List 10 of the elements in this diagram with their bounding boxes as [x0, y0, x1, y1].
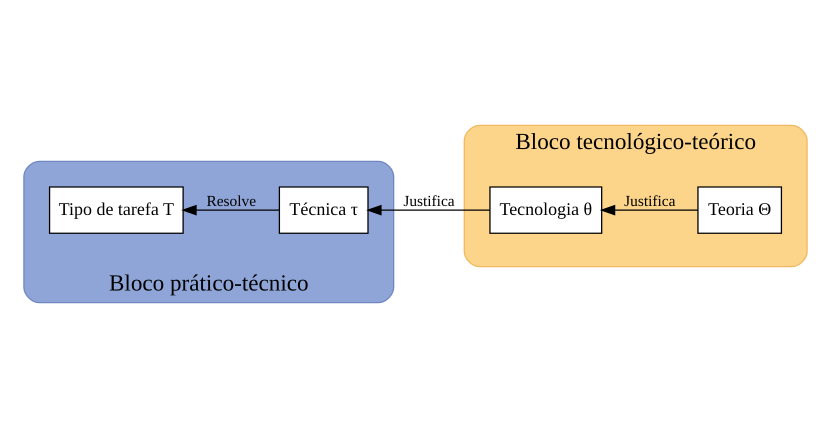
- arrow: [366, 204, 490, 216]
- edge-label: Justifica: [403, 192, 455, 210]
- node-box: Tipo de tarefa T: [48, 186, 184, 234]
- node-box: Teoria Θ: [697, 186, 782, 234]
- node-box: Técnica τ: [278, 186, 369, 234]
- node-box: Tecnologia θ: [489, 186, 602, 234]
- arrow: [181, 204, 279, 216]
- arrow: [600, 204, 698, 216]
- edge-label: Justifica: [624, 192, 676, 210]
- edge-label: Resolve: [206, 192, 256, 210]
